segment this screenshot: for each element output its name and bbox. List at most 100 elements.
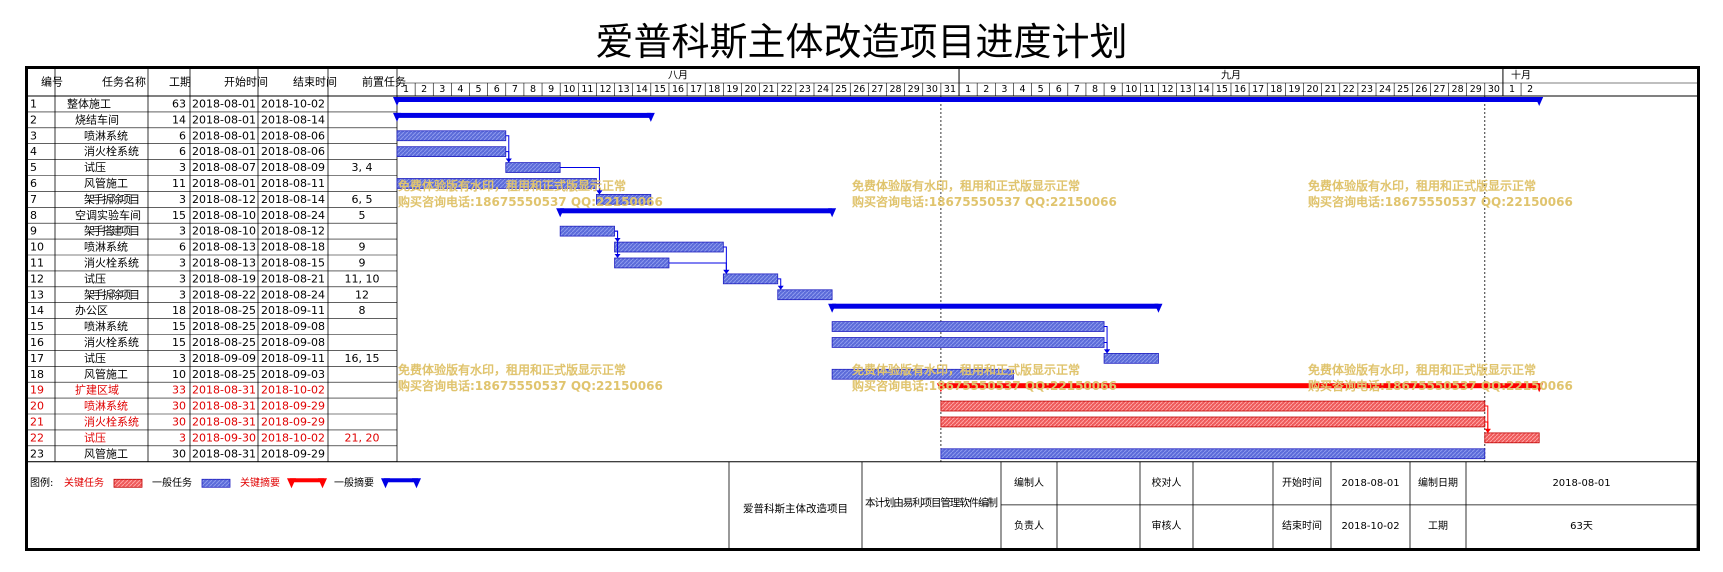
table-cell-id: 1	[30, 97, 37, 110]
footer-cell-reviewer-label: 审核人	[1152, 519, 1182, 532]
table-cell-id: 9	[30, 225, 37, 238]
table-cell-name: 试压	[84, 272, 106, 285]
day-label: 29	[1470, 84, 1482, 95]
footer-cell-owner-label: 负责人	[1014, 519, 1044, 532]
summary-bar-cap-left	[556, 208, 565, 218]
table-cell-name: 整体施工	[67, 96, 111, 110]
table-cell-id: 22	[30, 431, 44, 444]
table-cell-end: 2018-10-02	[261, 97, 325, 110]
footer-cell-date-label: 编制日期	[1418, 476, 1458, 489]
table-cell-name: 扩建区域	[75, 383, 119, 397]
footer-cell-end-label: 结束时间	[1282, 519, 1322, 532]
day-label: 27	[1433, 84, 1445, 95]
table-cell-name: 试压	[84, 431, 106, 444]
table-cell-start: 2018-08-01	[192, 97, 256, 110]
table-cell-name: 喷淋系统	[84, 320, 128, 333]
summary-bar-cap-right	[1535, 97, 1544, 106]
task-bar	[559, 225, 615, 237]
footer-cell-checker-label: 校对人	[1152, 476, 1182, 489]
table-cell-start: 2018-08-31	[192, 400, 256, 413]
day-label: 10	[1125, 84, 1137, 95]
table-cell-start: 2018-08-25	[192, 320, 256, 333]
legend-item-label: 关键任务	[64, 476, 104, 489]
table-cell-predecessors: 9	[359, 241, 366, 254]
day-label: 9	[1110, 84, 1116, 95]
day-label: 4	[457, 84, 463, 95]
task-bar	[777, 289, 833, 301]
table-cell-end: 2018-09-08	[261, 336, 325, 349]
table-cell-name: 试压	[84, 161, 106, 174]
dependency-link	[777, 278, 782, 287]
legend-label: 图例:	[30, 476, 53, 489]
table-cell-duration: 11	[172, 177, 186, 190]
day-label: 8	[1092, 84, 1098, 95]
table-cell-end: 2018-09-11	[261, 352, 325, 365]
table-cell-id: 7	[30, 193, 37, 206]
footer-software-note: 本计划由易利项目管理软件编制	[865, 496, 998, 509]
table-cell-duration: 6	[179, 145, 186, 158]
table-cell-duration: 3	[179, 431, 186, 444]
watermark-text: 免费体验版有水印，租用和正式版显示正常	[398, 362, 626, 377]
table-cell-start: 2018-09-30	[192, 431, 256, 444]
day-label: 1	[403, 84, 409, 95]
watermark-text: 购买咨询电话:18675550537 QQ:22150066	[1308, 194, 1573, 209]
task-bar	[614, 257, 670, 269]
day-label: 7	[1074, 84, 1080, 95]
table-cell-predecessors: 6, 5	[352, 193, 373, 206]
summary-bar	[560, 208, 833, 214]
table-cell-id: 2	[30, 113, 37, 126]
day-label: 4	[1019, 84, 1025, 95]
table-cell-id: 13	[30, 288, 44, 301]
table-cell-start: 2018-08-10	[192, 209, 256, 222]
day-label: 12	[599, 84, 611, 95]
table-cell-id: 4	[30, 145, 37, 158]
dependency-link	[668, 262, 727, 271]
footer-cell-duration-value: 63天	[1570, 521, 1593, 532]
task-bar	[940, 416, 1486, 428]
day-label: 22	[781, 84, 793, 95]
dependency-arrow	[505, 158, 512, 163]
day-label: 15	[1216, 84, 1228, 95]
table-cell-start: 2018-08-10	[192, 225, 256, 238]
day-label: 28	[890, 84, 902, 95]
table-cell-name: 风管施工	[84, 446, 128, 460]
day-label: 1	[965, 84, 971, 95]
table-cell-duration: 15	[172, 336, 186, 349]
day-label: 11	[581, 84, 593, 95]
task-bar	[1103, 352, 1159, 364]
day-label: 27	[871, 84, 883, 95]
column-header: 编号	[41, 75, 63, 89]
table-cell-predecessors: 8	[359, 304, 366, 317]
table-cell-start: 2018-08-22	[192, 288, 256, 301]
day-label: 31	[944, 84, 956, 95]
table-cell-name: 架手拆除项目	[84, 192, 140, 206]
summary-bar-cap-right	[1154, 303, 1163, 313]
dependency-arrow	[1484, 428, 1491, 433]
table-cell-duration: 3	[179, 256, 186, 269]
table-cell-end: 2018-08-24	[261, 209, 325, 222]
table-cell-end: 2018-08-21	[261, 272, 325, 285]
watermark-text: 免费体验版有水印，租用和正式版显示正常	[1308, 362, 1536, 377]
table-cell-duration: 30	[172, 415, 186, 428]
day-label: 15	[654, 84, 666, 95]
summary-bar-cap-left	[393, 97, 401, 106]
day-label: 20	[744, 84, 756, 95]
task-bar	[505, 162, 561, 173]
legend-swatch-cap	[412, 478, 421, 489]
dependency-link	[1484, 421, 1489, 430]
day-label: 18	[708, 84, 720, 95]
day-label: 21	[1325, 84, 1337, 95]
table-cell-predecessors: 5	[359, 209, 366, 222]
table-cell-id: 14	[30, 304, 44, 317]
day-label: 24	[817, 84, 829, 95]
summary-bar	[397, 112, 651, 118]
day-label: 5	[476, 84, 482, 95]
day-label: 14	[636, 84, 648, 95]
table-cell-end: 2018-08-14	[261, 193, 325, 206]
table-cell-name: 办公区	[75, 304, 108, 317]
table-cell-start: 2018-08-31	[192, 415, 256, 428]
column-header: 结束时间	[293, 76, 337, 89]
summary-bar-cap-right	[828, 208, 837, 218]
table-cell-name: 喷淋系统	[84, 400, 128, 413]
